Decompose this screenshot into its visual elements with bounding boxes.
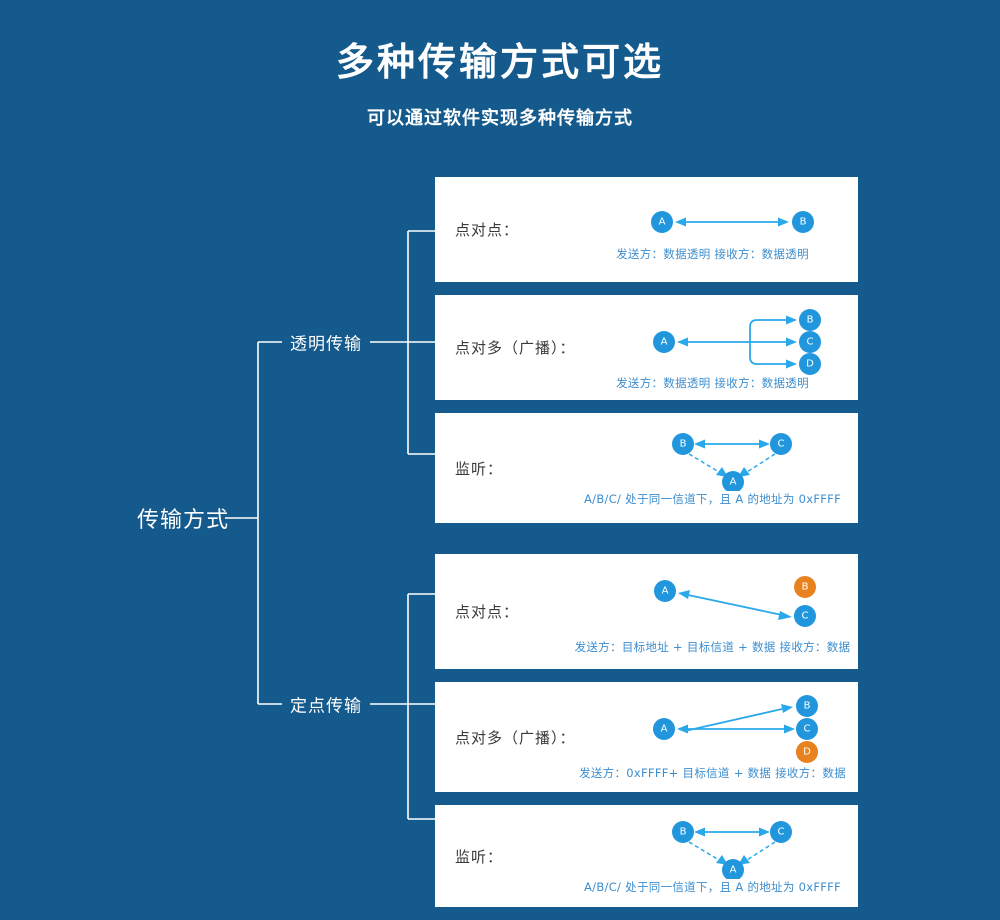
card-caption: 发送方：0xFFFF+ 目标信道 + 数据 接收方：数据 <box>579 766 846 780</box>
node-b <box>799 308 821 331</box>
card-label: 点对点： <box>455 603 520 621</box>
tree-branch-label-fixed: 定点传输 <box>290 696 362 717</box>
tree-connectors: 传输方式 透明传输 定点传输 <box>0 160 440 896</box>
card-point-to-point-transparent: 点对点： A B 发送方：数据透明 接收方：数据透明 <box>435 177 858 282</box>
node-a <box>722 471 744 491</box>
page-subtitle: 可以通过软件实现多种传输方式 <box>367 107 633 129</box>
node-c <box>770 821 792 843</box>
card-label: 点对多（广播）： <box>455 728 576 747</box>
node-b-letter: B <box>807 314 814 325</box>
card-body: A B C D 发送方：0xFFFF+ 目标信道 + 数据 接收方：数据 <box>567 682 858 792</box>
tree-root-label: 传输方式 <box>136 508 230 533</box>
tree-lines-svg <box>225 230 440 820</box>
node-a-letter: A <box>661 336 668 347</box>
card-label: 点对多（广播）： <box>455 339 576 357</box>
card-monitor-fixed: 监听： B C <box>435 805 858 907</box>
node-b <box>672 433 694 455</box>
node-d-letter: D <box>806 358 814 369</box>
card-list: 点对点： A B 发送方：数据透明 接收方：数据透明 <box>435 177 858 920</box>
diagram-point-to-point-transparent: A B <box>567 198 858 246</box>
card-broadcast-transparent: 点对多（广播）： A B <box>435 295 858 400</box>
node-c <box>770 433 792 455</box>
card-body: B C A A/B/C/ 处于同一信道下，且 A 的地址为 0xFFFF <box>567 413 858 523</box>
diagram-broadcast-transparent: A B C D <box>567 305 858 375</box>
card-caption: A/B/C/ 处于同一信道下，且 A 的地址为 0xFFFF <box>584 880 841 894</box>
node-d-letter: D <box>803 747 811 758</box>
node-a-letter: A <box>730 865 737 876</box>
diagram-broadcast-fixed: A B C D <box>567 693 858 765</box>
card-point-to-point-fixed: 点对点： A B C 发送方：目标地 <box>435 554 858 669</box>
node-c-letter: C <box>802 610 809 621</box>
node-a-letter: A <box>659 216 666 227</box>
card-broadcast-fixed: 点对多（广播）： A B <box>435 682 858 792</box>
node-b <box>794 575 816 598</box>
node-c <box>799 330 821 353</box>
node-b <box>672 821 694 843</box>
node-b-letter: B <box>804 701 811 712</box>
group-spacer <box>435 536 858 554</box>
diagram-monitor-transparent: B C A <box>567 429 858 491</box>
node-b-letter: B <box>802 581 809 592</box>
node-d <box>796 741 818 763</box>
card-body: A B 发送方：数据透明 接收方：数据透明 <box>567 177 858 282</box>
node-c-letter: C <box>807 336 814 347</box>
node-b-letter: B <box>800 216 807 227</box>
node-b-letter: B <box>680 827 687 838</box>
node-d <box>799 352 821 375</box>
card-body: B C A A/B/C/ 处于同一信道下，且 A 的地址为 0xFFFF <box>567 805 858 907</box>
node-a-letter: A <box>662 585 669 596</box>
card-label: 监听： <box>455 847 504 866</box>
diagram-monitor-fixed: B C A <box>567 817 858 879</box>
card-label: 点对点： <box>455 221 520 239</box>
node-a <box>722 859 744 879</box>
page-title: 多种传输方式可选 <box>335 40 664 84</box>
node-a-letter: A <box>661 724 668 735</box>
node-c-letter: C <box>804 724 811 735</box>
node-a <box>651 210 673 233</box>
card-monitor-transparent: 监听： B <box>435 413 858 523</box>
tree-branch-label-transparent: 透明传输 <box>290 334 362 355</box>
node-c <box>796 718 818 740</box>
node-c <box>794 604 816 627</box>
card-caption: A/B/C/ 处于同一信道下，且 A 的地址为 0xFFFF <box>584 492 841 506</box>
card-body: A B C D 发送方：数据透明 接收方：数据透明 <box>567 295 858 400</box>
node-a-letter: A <box>730 477 737 488</box>
node-b <box>792 210 814 233</box>
card-caption: 发送方：数据透明 接收方：数据透明 <box>616 246 809 261</box>
node-a <box>654 579 676 602</box>
card-label: 监听： <box>455 459 504 478</box>
node-a <box>653 330 675 353</box>
diagram-point-to-point-fixed: A B C <box>567 569 858 639</box>
card-caption: 发送方：数据透明 接收方：数据透明 <box>616 375 809 390</box>
node-b <box>796 695 818 717</box>
node-c-letter: C <box>778 439 785 450</box>
node-b-letter: B <box>680 439 687 450</box>
card-body: A B C 发送方：目标地址 + 目标信道 + 数据 接收方：数据 <box>567 554 858 669</box>
header: 多种传输方式可选 可以通过软件实现多种传输方式 <box>0 0 1000 130</box>
card-caption: 发送方：目标地址 + 目标信道 + 数据 接收方：数据 <box>574 639 851 654</box>
node-c-letter: C <box>778 827 785 838</box>
node-a <box>653 718 675 740</box>
